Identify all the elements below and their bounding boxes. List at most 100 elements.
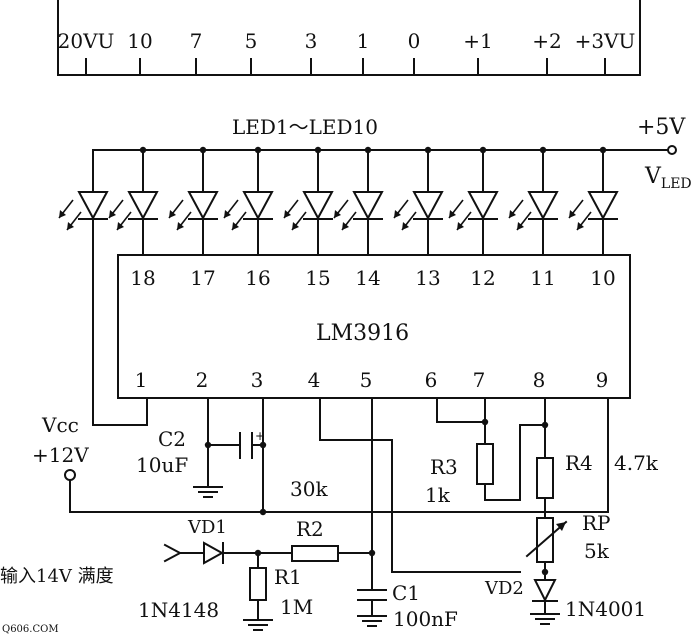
junction-dot xyxy=(204,441,212,449)
scale-tick-label: 0 xyxy=(408,29,421,53)
diode-vd2: VD2 1N4001 xyxy=(484,578,646,625)
scale-tick-label: 20VU xyxy=(58,29,115,53)
r3-value: 1k xyxy=(425,483,451,507)
junction-dot xyxy=(368,549,376,557)
led-1 xyxy=(58,149,109,231)
ic-pin-bottom: 4 xyxy=(308,368,321,392)
ic-pin-bottom: 8 xyxy=(533,368,546,392)
resistor-r3: R3 1k xyxy=(425,443,494,507)
vled-terminal xyxy=(667,145,677,155)
junction-dot xyxy=(364,146,372,154)
potentiometer-rp: RP 5k xyxy=(525,511,611,563)
ic-body xyxy=(117,254,631,399)
junction-dot xyxy=(259,441,267,449)
led-bank: LED1～LED10 +5V VLED xyxy=(58,115,692,256)
vled-voltage: +5V xyxy=(637,115,686,140)
scale-tick-label: +1 xyxy=(463,29,492,53)
junction-dot xyxy=(481,418,489,426)
junction-dot xyxy=(541,568,549,576)
junction-dot xyxy=(539,146,547,154)
resistor-r4: R4 4.7k xyxy=(536,451,659,499)
r2-ref: R2 xyxy=(296,517,324,541)
vd2-ref: VD2 xyxy=(484,578,524,599)
ic-pin-top: 12 xyxy=(470,266,495,290)
led-7 xyxy=(393,149,444,256)
wiring xyxy=(69,219,609,619)
scale-tick-label: +3VU xyxy=(575,29,636,53)
ic-pin-top: 16 xyxy=(245,266,270,290)
vled-name: VLED xyxy=(644,164,692,192)
c1-value: 100nF xyxy=(393,607,458,631)
ic-pin-bottom: 6 xyxy=(425,368,438,392)
vd1-ref: VD1 xyxy=(187,517,227,538)
input-stage: VD1 1N4148 输入14V 满度 xyxy=(0,517,227,622)
vcc-terminal xyxy=(64,469,76,481)
ic-pin-bottom: 5 xyxy=(360,368,373,392)
vcc-voltage: +12V xyxy=(32,443,89,467)
scale-tick-label: 3 xyxy=(305,29,318,53)
r4-value: 4.7k xyxy=(614,451,659,475)
junction-dots xyxy=(139,146,607,576)
led-3 xyxy=(168,149,219,256)
led-6 xyxy=(333,149,384,256)
junction-dot xyxy=(599,146,607,154)
junction-dot xyxy=(254,549,262,557)
led-5 xyxy=(283,149,334,256)
capacitor-c2: + C2 10uF xyxy=(136,427,265,498)
c1-ref: C1 xyxy=(392,581,420,605)
junction-dot xyxy=(541,421,549,429)
junction-dot xyxy=(314,146,322,154)
watermark: Q606.COM xyxy=(2,624,59,635)
resistor-30k-label: 30k xyxy=(290,477,328,501)
ic-name: LM3916 xyxy=(316,321,409,346)
led-8 xyxy=(448,149,499,256)
scale-tick-label: +2 xyxy=(532,29,561,53)
r1-ref: R1 xyxy=(274,565,302,589)
capacitor-c1: C1 100nF xyxy=(357,581,458,631)
ic-pin-top: 18 xyxy=(130,266,155,290)
rp-ref: RP xyxy=(582,511,611,535)
r3-ref: R3 xyxy=(430,455,458,479)
scale-tick-label: 1 xyxy=(357,29,370,53)
scale-tick-label: 5 xyxy=(245,29,258,53)
junction-dot xyxy=(259,508,267,516)
input-label: 输入14V 满度 xyxy=(0,566,114,587)
led-9 xyxy=(508,149,559,256)
junction-dot xyxy=(139,146,147,154)
led-2 xyxy=(108,149,159,256)
ic-pin-top: 13 xyxy=(415,266,440,290)
led-10 xyxy=(568,149,619,256)
junction-dot xyxy=(199,146,207,154)
svg-text:+: + xyxy=(255,429,265,443)
junction-dot xyxy=(479,146,487,154)
ic-pin-bottom: 9 xyxy=(596,368,609,392)
scale-tick-label: 10 xyxy=(127,29,152,53)
rp-value: 5k xyxy=(584,539,610,563)
vcc-name: Vcc xyxy=(41,413,79,437)
c2-value: 10uF xyxy=(136,453,188,477)
led-4 xyxy=(223,149,274,256)
scale-tick-label: 7 xyxy=(190,29,203,53)
led-bank-label: LED1～LED10 xyxy=(232,115,378,139)
vd2-part: 1N4001 xyxy=(565,597,646,621)
ic-pin-bottom: 7 xyxy=(473,368,486,392)
resistor-r1: R1 1M xyxy=(243,565,313,631)
ic-pin-top: 17 xyxy=(190,266,215,290)
c2-ref: C2 xyxy=(158,427,186,451)
diode-vd1 xyxy=(203,541,225,565)
vd1-part: 1N4148 xyxy=(138,598,219,622)
junction-dot xyxy=(254,146,262,154)
ic-pin-bottom: 3 xyxy=(251,368,264,392)
ic-pin-top: 15 xyxy=(305,266,330,290)
ic-pin-top: 10 xyxy=(590,266,615,290)
ic-pin-bottom: 1 xyxy=(135,368,148,392)
resistor-r2: R2 xyxy=(291,517,339,562)
ic-pin-top: 14 xyxy=(355,266,380,290)
junction-dot xyxy=(424,146,432,154)
r4-ref: R4 xyxy=(565,451,593,475)
ic-pin-top: 11 xyxy=(530,266,555,290)
